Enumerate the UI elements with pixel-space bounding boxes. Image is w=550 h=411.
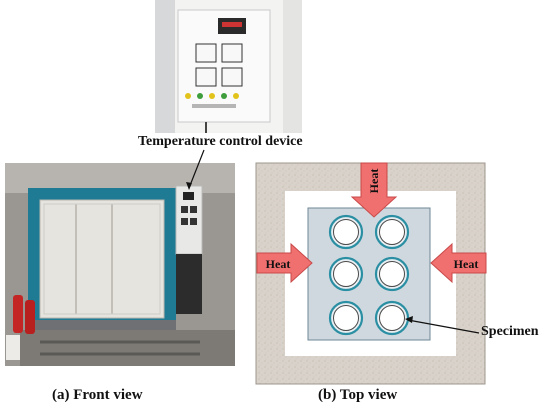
- specimen-label: Specimen: [481, 324, 539, 339]
- analog-meter: [221, 67, 243, 87]
- fire-extinguisher: [25, 300, 35, 334]
- caption-front-view: (a) Front view: [52, 387, 143, 403]
- caption-top-view: (b) Top view: [318, 387, 398, 403]
- specimen-callout-arrowhead: [405, 316, 413, 323]
- heat-arrow-top: [350, 162, 398, 218]
- analog-meter: [195, 67, 217, 87]
- top-view-schematic: Heat Heat Heat: [255, 162, 487, 385]
- heat-arrow-right: [430, 242, 487, 284]
- temperature-control-callout-line: [188, 149, 205, 189]
- control-panel-photo: [155, 0, 302, 133]
- temperature-control-label: Temperature control device: [138, 134, 303, 149]
- furnace-photo: [5, 163, 235, 366]
- analog-meter: [195, 43, 217, 63]
- specimen-callout-line: [407, 319, 480, 334]
- heat-label-left: Heat: [266, 257, 291, 271]
- heat-arrow-left: [256, 242, 313, 284]
- heat-label-right: Heat: [454, 257, 479, 271]
- temperature-control-callout-arrowhead: [186, 182, 192, 190]
- fire-extinguisher: [13, 295, 23, 333]
- analog-meter: [221, 43, 243, 63]
- heat-label-top: Heat: [367, 169, 381, 194]
